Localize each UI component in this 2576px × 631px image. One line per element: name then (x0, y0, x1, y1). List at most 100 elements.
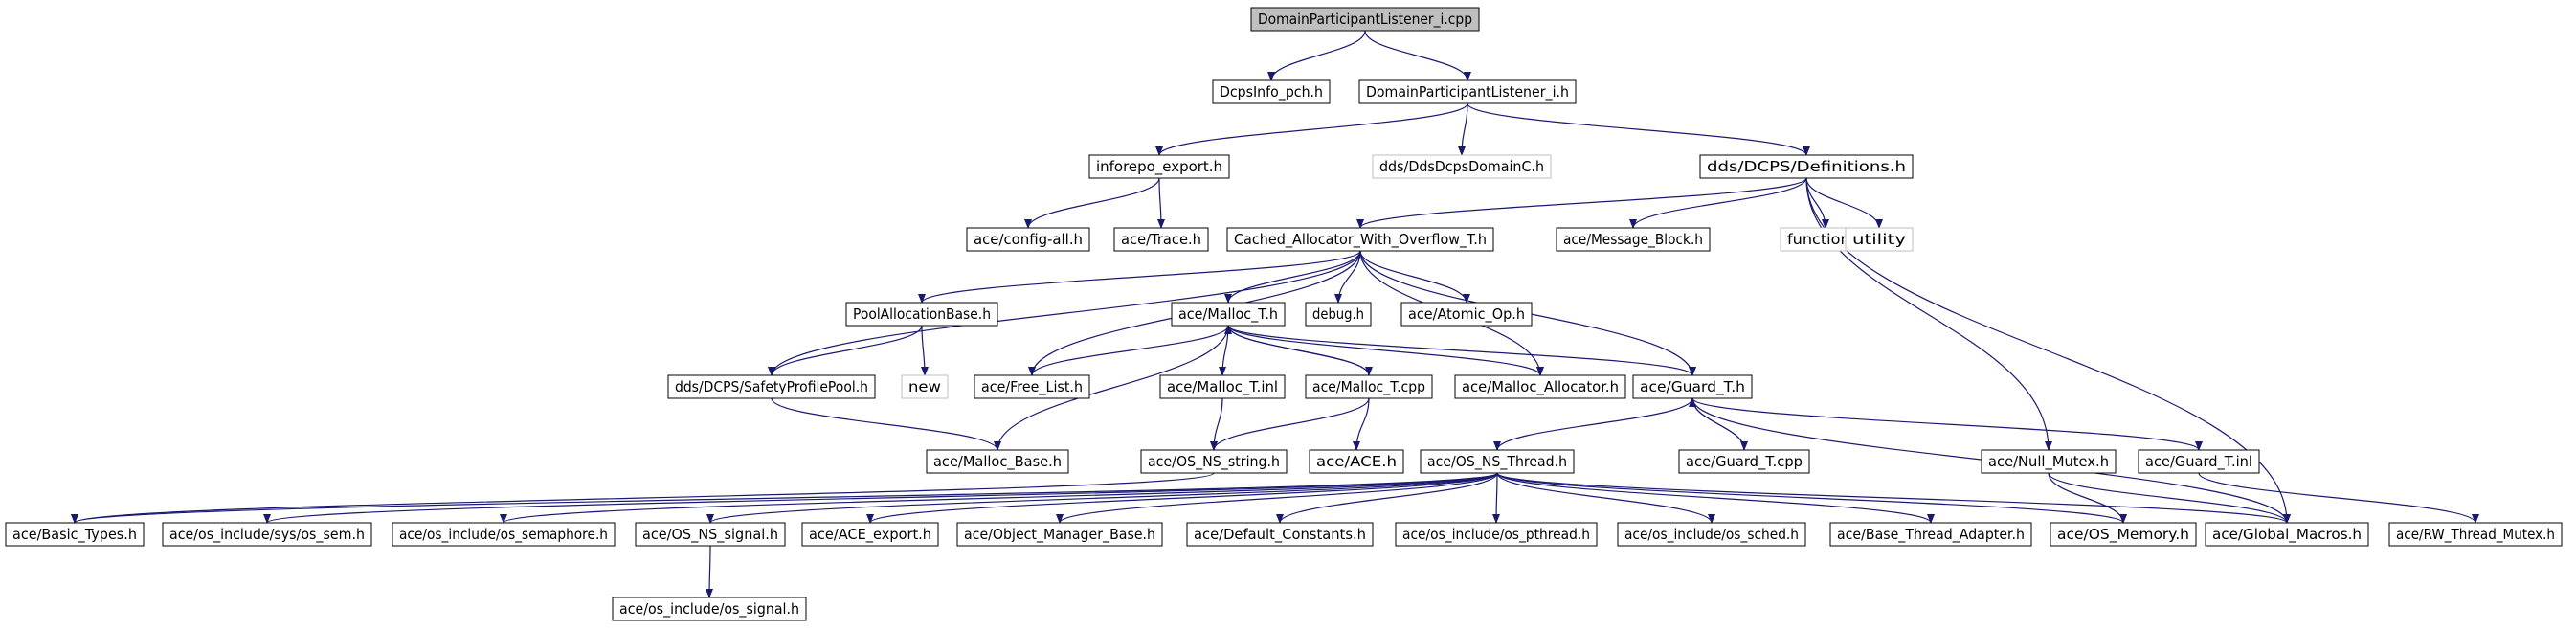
node-new[interactable]: new (901, 374, 949, 399)
node-global-macros[interactable]: ace/Global_Macros.h (2205, 522, 2369, 547)
node-obj-mgr[interactable]: ace/Object_Manager_Base.h (956, 522, 1163, 547)
edge-definitions-to-msgblock (1629, 177, 1807, 229)
node-layer: DomainParticipantListener_i.cppDcpsInfo_… (5, 7, 2563, 621)
edge-cached-to-atomic (1359, 250, 1470, 304)
node-os-ns-signal[interactable]: ace/OS_NS_signal.h (635, 522, 786, 547)
edge-os-ns-thread-to-obj-mgr (1056, 472, 1498, 524)
node-box (667, 374, 876, 399)
node-label: ace/Malloc_Allocator.h (1462, 378, 1619, 396)
node-box (1113, 227, 1209, 252)
node-atomic[interactable]: ace/Atomic_Op.h (1400, 302, 1533, 327)
edge-definitions-to-utility (1805, 177, 1883, 229)
node-os-signal[interactable]: ace/os_include/os_signal.h (612, 597, 807, 621)
node-os-pthread[interactable]: ace/os_include/os_pthread.h (1395, 522, 1598, 547)
node-os-memory[interactable]: ace/OS_Memory.h (2050, 522, 2197, 547)
node-ace-h[interactable]: ace/ACE.h (1309, 449, 1404, 474)
node-label: ace/Guard_T.h (1640, 378, 1745, 396)
node-label: ace/Message_Block.h (1563, 231, 1703, 249)
node-definitions[interactable]: dds/DCPS/Definitions.h (1699, 154, 1914, 179)
edge-root-to-dcpsinfo (1267, 30, 1366, 81)
node-dcpsinfo[interactable]: DcpsInfo_pch.h (1212, 79, 1331, 104)
node-box (2050, 522, 2197, 547)
node-malloc-allocator[interactable]: ace/Malloc_Allocator.h (1454, 374, 1626, 399)
node-label: ace/Global_Macros.h (2212, 526, 2362, 544)
node-label: ace/OS_NS_signal.h (642, 526, 778, 544)
node-malloc-t-h[interactable]: ace/Malloc_T.h (1171, 302, 1286, 327)
node-base-thread[interactable]: ace/Base_Thread_Adapter.h (1829, 522, 2032, 547)
node-def-consts[interactable]: ace/Default_Constants.h (1186, 522, 1374, 547)
node-os-ns-string[interactable]: ace/OS_NS_string.h (1140, 449, 1288, 474)
edge-os-ns-thread-to-def-consts (1276, 472, 1498, 524)
node-box (1829, 522, 2032, 547)
edge-cached-to-safety (768, 250, 1361, 376)
edge-os-ns-thread-to-base-thread (1496, 472, 1935, 524)
node-guard-t-cpp[interactable]: ace/Guard_T.cpp (1678, 449, 1810, 474)
edge-os-ns-thread-to-os-ns-signal (706, 472, 1498, 524)
node-label: ace/Null_Mutex.h (1988, 453, 2109, 471)
node-box (901, 374, 949, 399)
node-box (612, 597, 807, 621)
node-guard-t-h[interactable]: ace/Guard_T.h (1632, 374, 1753, 399)
node-box (1400, 302, 1533, 327)
node-box (1140, 449, 1288, 474)
edge-os-ns-thread-to-ace-export (866, 472, 1498, 524)
edge-cached-to-malloc-t-h (1224, 250, 1361, 304)
node-malloc-t-inl[interactable]: ace/Malloc_T.inl (1159, 374, 1286, 399)
node-debug[interactable]: debug.h (1305, 302, 1372, 327)
edge-os-ns-thread-to-os-sem (263, 472, 1498, 524)
node-rw-thread[interactable]: ace/RW_Thread_Mutex.h (2388, 522, 2563, 547)
node-box (1845, 227, 1914, 252)
edge-definitions-to-null-mutex (1805, 177, 2052, 451)
node-box (1617, 522, 1806, 547)
node-cached[interactable]: Cached_Allocator_With_Overflow_T.h (1226, 227, 1494, 252)
edge-poolalloc-to-safety (768, 325, 923, 376)
node-label: ace/OS_Memory.h (2057, 526, 2189, 544)
node-box (2388, 522, 2563, 547)
node-os-semaphore[interactable]: ace/os_include/os_semaphore.h (392, 522, 616, 547)
node-ddsdomainc[interactable]: dds/DdsDcpsDomainC.h (1372, 154, 1552, 179)
node-os-sched[interactable]: ace/os_include/os_sched.h (1617, 522, 1806, 547)
node-os-sem[interactable]: ace/os_include/sys/os_sem.h (162, 522, 372, 547)
node-box (5, 522, 145, 547)
node-trace[interactable]: ace/Trace.h (1113, 227, 1209, 252)
node-box (1159, 374, 1286, 399)
node-label: new (908, 378, 941, 395)
node-poolalloc[interactable]: PoolAllocationBase.h (845, 302, 998, 327)
node-root[interactable]: DomainParticipantListener_i.cpp (1250, 7, 1480, 32)
node-label: ace/Malloc_T.cpp (1312, 378, 1425, 396)
node-inforepo[interactable]: inforepo_export.h (1088, 154, 1230, 179)
node-freelist[interactable]: ace/Free_List.h (974, 374, 1090, 399)
edge-safety-to-malloc-base (771, 397, 1001, 451)
node-label: ace/Base_Thread_Adapter.h (1837, 526, 2025, 544)
node-utility[interactable]: utility (1845, 227, 1914, 252)
edge-null-mutex-to-global-macros (2048, 472, 2291, 524)
node-box (1556, 227, 1711, 252)
node-box (1212, 79, 1331, 104)
node-os-ns-thread[interactable]: ace/OS_NS_Thread.h (1420, 449, 1575, 474)
node-label: ace/Free_List.h (981, 378, 1083, 396)
node-dpl-h[interactable]: DomainParticipantListener_i.h (1358, 79, 1577, 104)
node-basic-types[interactable]: ace/Basic_Types.h (5, 522, 145, 547)
edge-os-ns-thread-to-basic-types (71, 472, 1498, 524)
edge-malloc-t-h-to-malloc-base (994, 325, 1229, 451)
node-label: ace/OS_NS_string.h (1148, 453, 1280, 471)
edge-os-ns-thread-to-os-sched (1496, 472, 1715, 524)
node-box (2205, 522, 2369, 547)
node-box (974, 374, 1090, 399)
node-box (1699, 154, 1914, 179)
node-box (1395, 522, 1598, 547)
node-safety[interactable]: dds/DCPS/SafetyProfilePool.h (667, 374, 876, 399)
node-ace-export[interactable]: ace/ACE_export.h (801, 522, 939, 547)
node-label: ace/Object_Manager_Base.h (964, 526, 1155, 544)
node-malloc-base[interactable]: ace/Malloc_Base.h (926, 449, 1069, 474)
node-msgblock[interactable]: ace/Message_Block.h (1556, 227, 1711, 252)
node-malloc-t-cpp[interactable]: ace/Malloc_T.cpp (1305, 374, 1433, 399)
edge-os-ns-thread-to-global-macros (1496, 472, 2291, 524)
node-box (1088, 154, 1230, 179)
node-null-mutex[interactable]: ace/Null_Mutex.h (1981, 449, 2117, 474)
node-guard-t-inl[interactable]: ace/Guard_T.inl (2138, 449, 2260, 474)
edge-layer (71, 30, 2479, 598)
node-configall[interactable]: ace/config-all.h (966, 227, 1090, 252)
node-label: ace/os_include/os_semaphore.h (399, 526, 608, 544)
